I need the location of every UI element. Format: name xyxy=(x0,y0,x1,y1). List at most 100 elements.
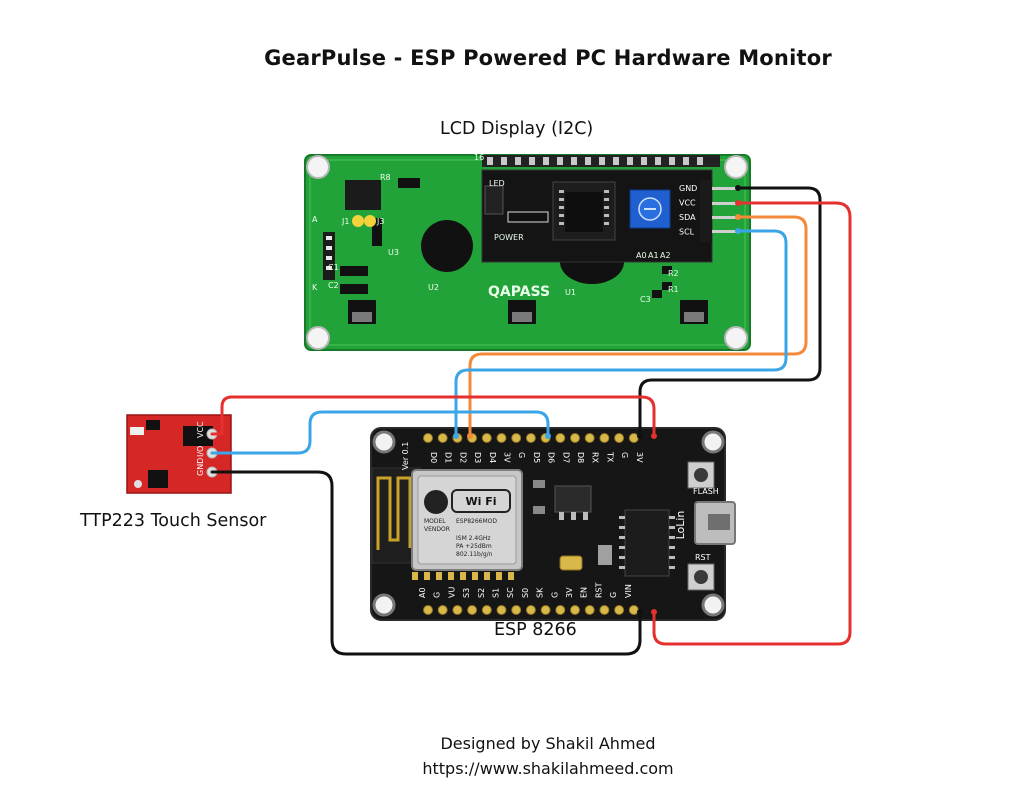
wire-vcc-lcd xyxy=(652,201,852,646)
esp-top-pin-label: G xyxy=(517,452,526,458)
esp-top-pin-label: D8 xyxy=(576,452,585,463)
esp-top-pin xyxy=(437,433,448,443)
esp-top-pin-label: D2 xyxy=(458,452,467,463)
esp-version-label: Ver 0.1 xyxy=(401,442,410,470)
esp-bottom-pin xyxy=(481,605,492,615)
esp-top-pin xyxy=(614,433,625,443)
wire-gnd-touch xyxy=(210,470,642,656)
wire-end-dot xyxy=(467,433,473,439)
esp-bottom-pin xyxy=(437,605,448,615)
esp-top-pin-label: D5 xyxy=(532,452,541,463)
wire-end-dot xyxy=(735,185,741,191)
lcd-silk-label: J3 xyxy=(376,217,384,226)
esp-bottom-pin xyxy=(452,605,463,615)
esp-rst-label: RST xyxy=(695,553,711,562)
esp-bottom-pin-label: S3 xyxy=(462,588,471,598)
esp-module-label: ESP8266MOD xyxy=(456,518,497,525)
lcd-silk-label: U2 xyxy=(428,283,439,292)
esp-lolin-label: LoLin xyxy=(674,511,687,540)
esp-bottom-pin xyxy=(628,605,639,615)
lcd-silk-label: R8 xyxy=(380,173,391,182)
lcd-silk-label: 16 xyxy=(474,153,484,162)
touch-sensor-label: TTP223 Touch Sensor xyxy=(80,511,267,531)
esp-top-pin-label: D0 xyxy=(429,452,438,463)
wire-sda-lcd xyxy=(468,215,808,438)
esp-bottom-pin-label: S2 xyxy=(477,588,486,598)
esp-top-pin-label: D3 xyxy=(473,452,482,463)
esp-top-pin xyxy=(481,433,492,443)
wire-end-dot xyxy=(735,200,741,206)
esp-module-label: 802.11b/g/n xyxy=(456,551,493,558)
esp-top-pin xyxy=(525,433,536,443)
touch-pin-label: GND xyxy=(196,458,205,476)
esp-bottom-pin xyxy=(614,605,625,615)
esp8266-board xyxy=(370,427,736,621)
wire-end-dot xyxy=(651,433,657,439)
lcd-pin-label: SCL xyxy=(679,228,695,237)
wire-end-dot xyxy=(545,433,551,439)
esp-top-pin-label: RX xyxy=(591,452,600,464)
esp-bottom-pin xyxy=(584,605,595,615)
lcd-silk-label: C3 xyxy=(640,295,651,304)
esp-bottom-pin-label: A0 xyxy=(418,587,427,598)
lcd-brand-label: QAPASS xyxy=(488,284,550,300)
esp-bottom-pin-label: EN xyxy=(580,587,589,598)
lcd-silk-label: C2 xyxy=(328,281,339,290)
esp-top-pin-label: 3V xyxy=(635,452,644,463)
wire-end-dot xyxy=(735,214,741,220)
esp-module-label: MODEL xyxy=(424,518,446,525)
lcd-silk-label: U1 xyxy=(565,288,576,297)
lcd-silk-label: K xyxy=(312,283,318,292)
touch-pin-label: I/O xyxy=(196,446,205,457)
wire-io-touch xyxy=(210,410,550,455)
lcd-silk-label: R1 xyxy=(668,285,679,294)
esp-bottom-pin-label: SK xyxy=(536,587,545,598)
lcd-silk-label: A0 xyxy=(636,251,647,260)
esp-top-pin-label: 3V xyxy=(503,452,512,463)
lcd-pin-label: VCC xyxy=(679,199,696,208)
lcd-label: LCD Display (I2C) xyxy=(440,119,594,139)
esp-bottom-pin-label: S1 xyxy=(492,588,501,598)
esp-bottom-pin xyxy=(599,605,610,615)
esp-top-pin xyxy=(511,433,522,443)
esp-top-pin-label: TX xyxy=(605,451,614,463)
esp-bottom-pin-label: S0 xyxy=(521,588,530,598)
esp-bottom-pin-label: VU xyxy=(447,587,456,598)
lcd-pin-label: SDA xyxy=(679,213,696,222)
esp-bottom-pin-label: RST xyxy=(594,582,603,598)
esp-bottom-pin xyxy=(540,605,551,615)
wire-end-dot xyxy=(453,433,459,439)
touch-pin-label: VCC xyxy=(196,421,205,438)
esp-bottom-pin xyxy=(467,605,478,615)
lcd-pin-label: GND xyxy=(679,184,697,193)
website-url: https://www.shakilahmeed.com xyxy=(422,759,674,778)
wire-gnd-lcd xyxy=(638,186,822,438)
esp-module-label: VENDOR xyxy=(424,526,450,533)
lcd-silk-label: U3 xyxy=(388,248,399,257)
esp-top-pin-label: D1 xyxy=(444,452,453,463)
esp-bottom-pin xyxy=(511,605,522,615)
esp-top-pin xyxy=(555,433,566,443)
esp-bottom-pin xyxy=(570,605,580,615)
esp-top-pin xyxy=(599,433,610,443)
lcd-silk-label: R2 xyxy=(668,269,679,278)
lcd-silk-label: A xyxy=(312,215,318,224)
wire-scl-lcd xyxy=(454,229,788,438)
esp-bottom-pin-label: SC xyxy=(506,587,515,598)
esp-top-pin-label: D7 xyxy=(561,452,570,463)
esp-flash-label: FLASH xyxy=(693,487,719,496)
wire-end-dot xyxy=(651,609,657,615)
lcd-silk-label: J1 xyxy=(341,217,349,226)
esp-bottom-pin-label: 3V xyxy=(565,587,574,598)
esp-top-pin xyxy=(570,433,580,443)
esp-top-pin xyxy=(496,433,507,443)
lcd-silk-label: LED xyxy=(489,179,505,188)
esp-top-pin xyxy=(584,433,595,443)
wire-vcc-touch xyxy=(210,395,656,438)
esp-top-pin-label: D4 xyxy=(488,452,497,463)
lcd-silk-label: A1 xyxy=(648,251,659,260)
esp-bottom-pin-label: G xyxy=(609,592,618,598)
lcd-display-board xyxy=(304,154,751,351)
lcd-silk-label: POWER xyxy=(494,233,524,242)
